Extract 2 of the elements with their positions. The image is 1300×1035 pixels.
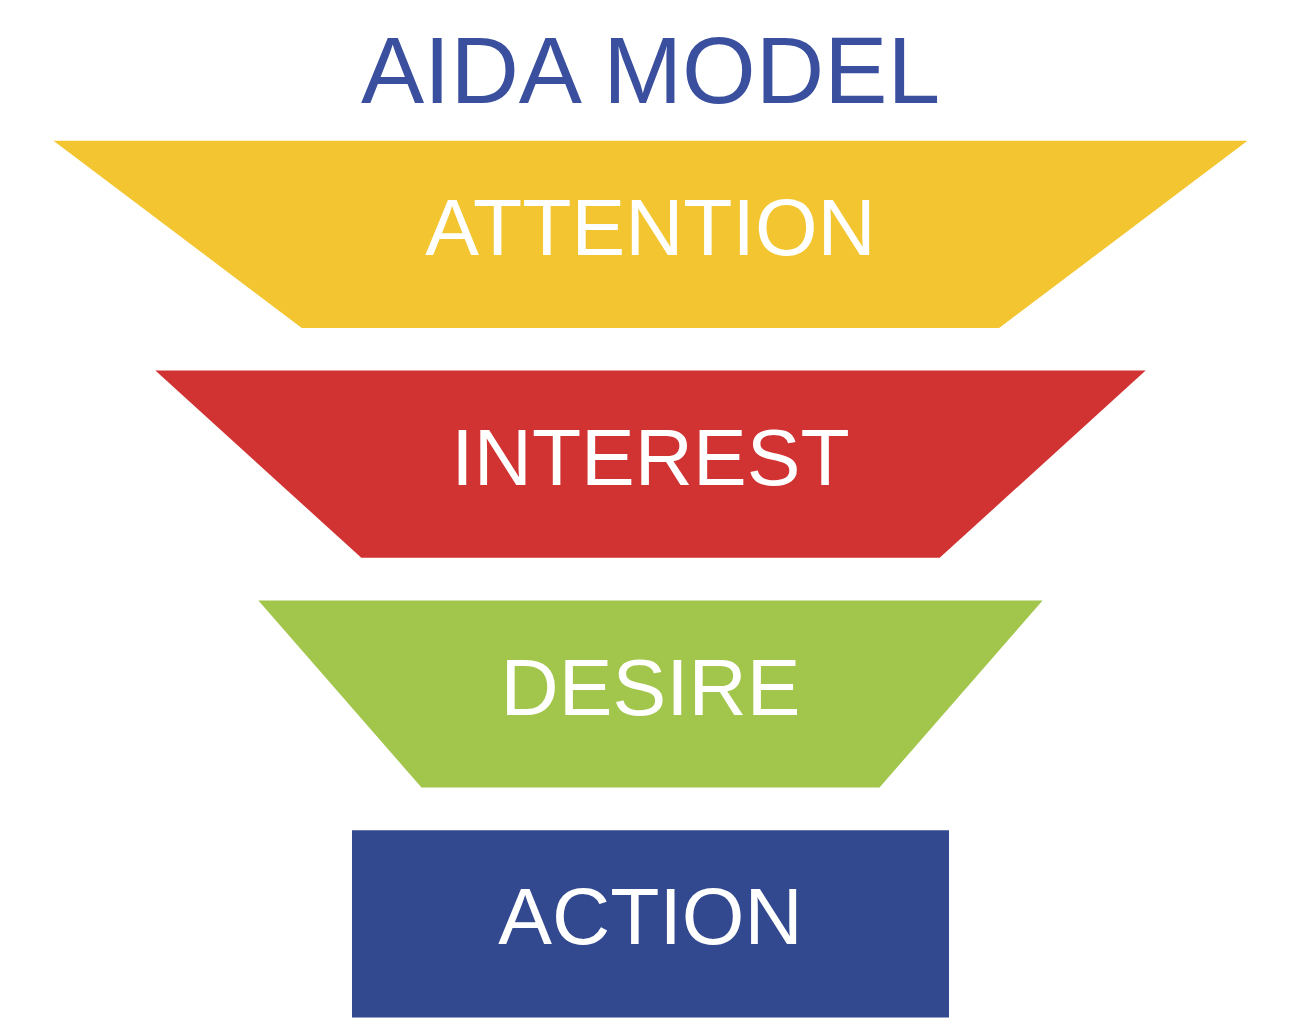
diagram-title: AIDA MODEL [360,16,940,123]
node-box: ACTION [351,830,949,1018]
